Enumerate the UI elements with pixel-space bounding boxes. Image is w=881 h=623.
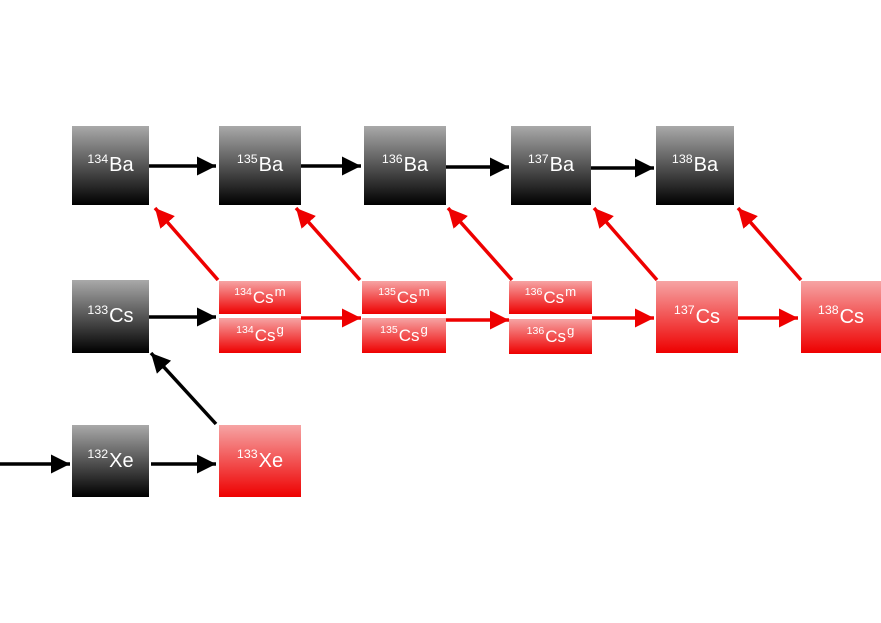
element-symbol: Cs [252, 287, 274, 307]
decay-arrow-xe133-cs133 [149, 351, 218, 426]
element-symbol: Cs [398, 325, 420, 345]
mass-number: 134 [236, 323, 254, 336]
decay-arrow-cs138-ba138 [736, 206, 803, 282]
element-symbol: Cs [254, 325, 276, 345]
isomer-state: g [420, 322, 428, 338]
mass-number: 133 [236, 447, 258, 462]
element-symbol: Xe [109, 449, 134, 472]
element-symbol: Cs [396, 287, 418, 307]
decay-arrow-cs136-ba136 [446, 206, 514, 282]
element-symbol: Cs [695, 305, 721, 328]
element-symbol: Ba [693, 154, 719, 176]
mass-number: 133 [87, 302, 109, 317]
element-symbol: Ba [258, 154, 284, 176]
mass-number: 134 [87, 151, 109, 166]
isomer-state: m [418, 284, 430, 300]
mass-number: 137 [673, 303, 695, 318]
decay-arrow-cs134-ba134 [153, 206, 220, 282]
element-symbol: Ba [109, 154, 134, 176]
mass-number: 137 [527, 151, 549, 166]
element-symbol: Cs [839, 305, 865, 328]
mass-number: 135 [236, 151, 258, 166]
mass-number: 135 [380, 323, 398, 336]
decay-arrow-cs135-ba135 [294, 206, 362, 282]
mass-number: 135 [378, 285, 396, 298]
isomer-state: g [276, 322, 284, 338]
mass-number: 138 [671, 151, 693, 166]
isomer-state: m [274, 284, 286, 300]
element-symbol: Cs [545, 326, 566, 346]
mass-number: 138 [817, 303, 839, 318]
isomer-state: g [566, 323, 575, 339]
mass-number: 134 [234, 285, 252, 298]
mass-number: 132 [87, 447, 109, 462]
element-symbol: Cs [109, 305, 134, 327]
isomer-state: m [565, 284, 577, 300]
element-symbol: Ba [549, 154, 575, 176]
decay-arrow-cs137-ba137 [592, 206, 659, 282]
mass-number: 136 [526, 324, 545, 337]
mass-number: 136 [381, 151, 403, 166]
mass-number: 136 [524, 285, 543, 298]
element-symbol: Xe [258, 449, 284, 472]
element-symbol: Ba [403, 154, 429, 176]
element-symbol: Cs [543, 287, 565, 307]
